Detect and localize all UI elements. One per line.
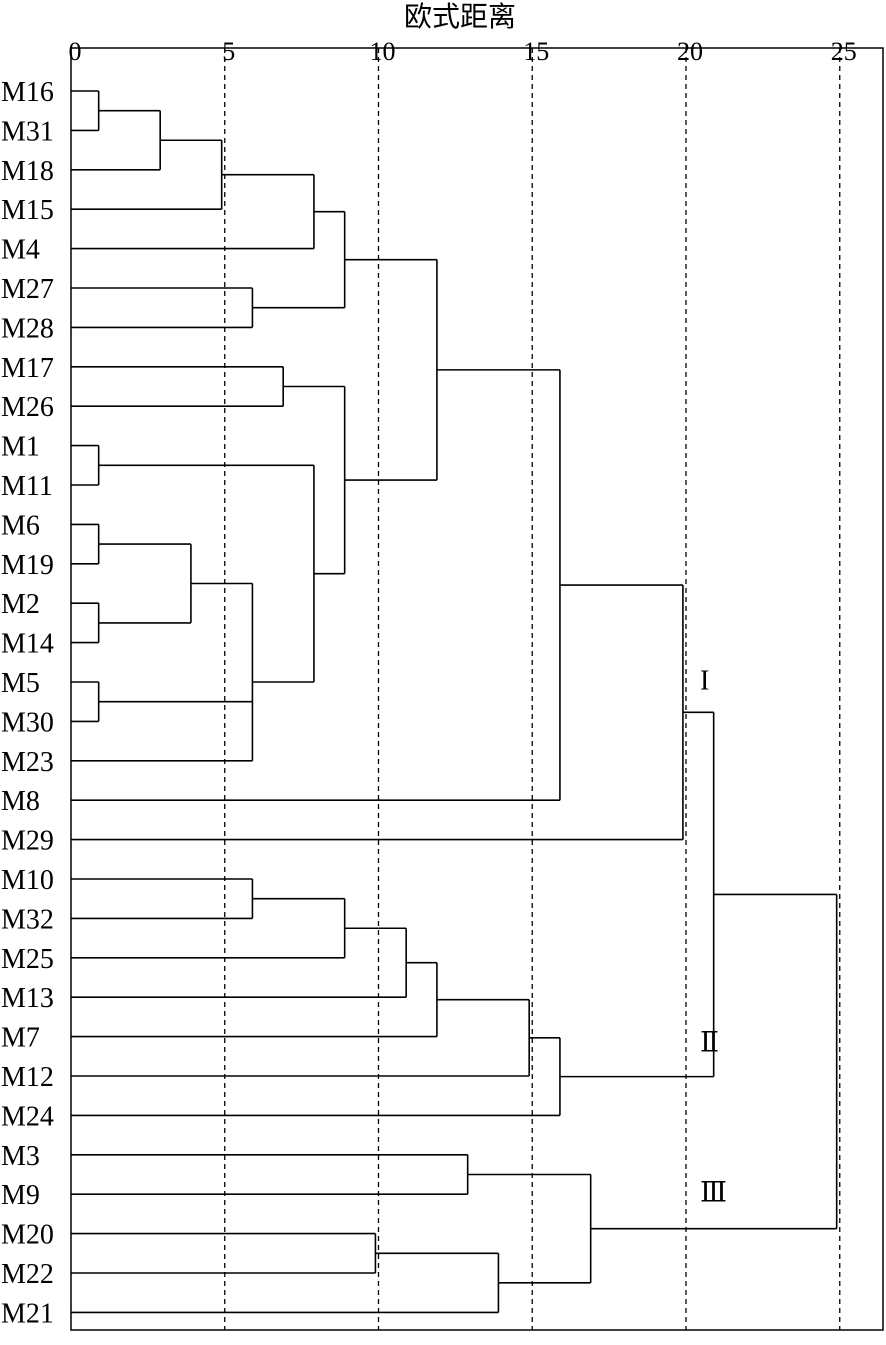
cluster-labels: I Ⅱ Ⅲ [700, 665, 727, 1208]
leaf-label: M2 [1, 589, 40, 620]
leaf-label: M8 [1, 786, 40, 817]
x-tick-label: 20 [677, 37, 703, 66]
axis-title: 欧式距离 [404, 1, 516, 33]
plot-frame [70, 47, 884, 1331]
leaf-label: M4 [1, 235, 40, 266]
leaf-label: M16 [1, 77, 54, 108]
x-tick-label: 5 [222, 37, 235, 66]
x-axis-ticks: 0 5 10 15 20 25 [69, 37, 857, 66]
leaf-label: M1 [1, 432, 40, 463]
leaf-label: M20 [1, 1220, 54, 1251]
leaf-label: M25 [1, 944, 54, 975]
leaf-label: M32 [1, 904, 54, 935]
leaf-label: M13 [1, 983, 54, 1014]
leaf-label: M28 [1, 313, 54, 344]
leaf-label: M23 [1, 747, 54, 778]
leaf-label: M10 [1, 865, 54, 896]
leaf-label: M6 [1, 510, 40, 541]
leaf-label: M31 [1, 116, 54, 147]
leaf-label: M18 [1, 156, 54, 187]
x-tick-label: 10 [370, 37, 396, 66]
leaf-label: M21 [1, 1298, 54, 1329]
leaf-label: M26 [1, 392, 54, 423]
leaf-label: M14 [1, 629, 54, 660]
leaf-label: M7 [1, 1023, 40, 1054]
leaf-label: M22 [1, 1259, 54, 1290]
leaf-label: M30 [1, 707, 54, 738]
leaf-label: M24 [1, 1101, 54, 1132]
leaf-label: M5 [1, 668, 40, 699]
leaf-labels: M16M31M18M15M4M27M28M17M26M1M11M6M19M2M1… [1, 77, 54, 1329]
leaf-label: M3 [1, 1141, 40, 1172]
leaf-label: M27 [1, 274, 54, 305]
x-tick-label: 15 [523, 37, 549, 66]
cluster-label: Ⅱ [700, 1028, 719, 1059]
grid-lines [224, 48, 841, 1330]
leaf-label: M17 [1, 353, 54, 384]
x-tick-label: 25 [831, 37, 857, 66]
leaf-label: M9 [1, 1180, 40, 1211]
leaf-label: M19 [1, 550, 54, 581]
cluster-label: Ⅲ [700, 1178, 727, 1209]
leaf-label: M15 [1, 195, 54, 226]
leaf-label: M12 [1, 1062, 54, 1093]
leaf-label: M29 [1, 826, 54, 857]
cluster-label: I [700, 665, 709, 696]
dendrogram-tree [71, 90, 838, 1314]
x-tick-label: 0 [69, 37, 82, 66]
leaf-label: M11 [1, 471, 53, 502]
